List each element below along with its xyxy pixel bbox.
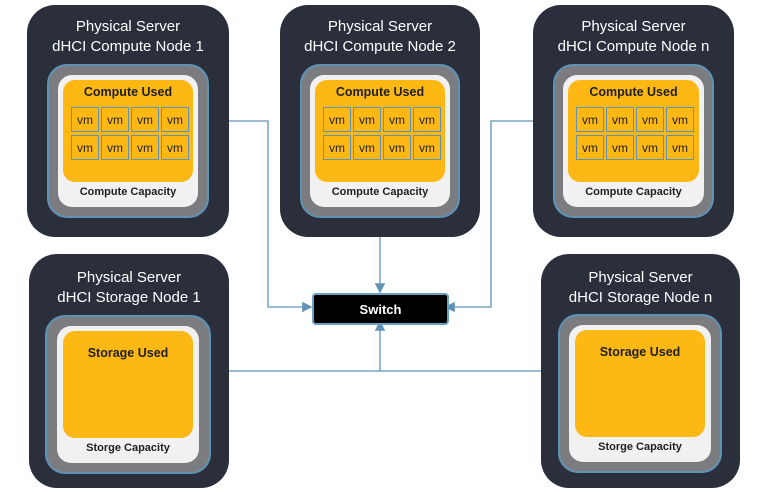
- storage-node-1: Physical Server dHCI Storage Node 1 Stor…: [29, 254, 229, 488]
- vm-box: vm: [71, 135, 99, 160]
- vm-box: vm: [101, 107, 129, 132]
- compute-used-label: Compute Used: [83, 85, 173, 99]
- vm-box: vm: [606, 107, 634, 132]
- vm-grid: vm vm vm vm vm vm vm vm: [576, 107, 694, 160]
- compute-ring: Compute Used vm vm vm vm vm vm vm vm Com…: [300, 64, 460, 218]
- server-title-line1: Physical Server: [75, 18, 181, 35]
- server-title: Physical Server dHCI Compute Node 1: [27, 17, 229, 57]
- vm-box: vm: [666, 135, 694, 160]
- storage-used-label: Storage Used: [87, 346, 169, 360]
- vm-box: vm: [71, 107, 99, 132]
- server-title-line2: dHCI Compute Node 1: [52, 38, 204, 55]
- server-title-line2: dHCI Storage Node 1: [57, 289, 201, 306]
- compute-capacity-label: Compute Capacity: [585, 186, 682, 198]
- vm-box: vm: [383, 107, 411, 132]
- server-title-line1: Physical Server: [327, 18, 433, 35]
- connector-compute-node-1: [228, 120, 313, 313]
- server-title-line2: dHCI Compute Node n: [557, 38, 710, 55]
- storage-capacity-label: Storge Capacity: [598, 441, 682, 453]
- vm-box: vm: [413, 135, 441, 160]
- vm-box: vm: [636, 135, 664, 160]
- compute-capacity-box: Compute Used vm vm vm vm vm vm vm vm Com…: [563, 75, 704, 207]
- vm-box: vm: [131, 135, 159, 160]
- storage-capacity-label: Storge Capacity: [86, 442, 170, 454]
- vm-box: vm: [383, 135, 411, 160]
- vm-box: vm: [606, 135, 634, 160]
- storage-ring: Storage Used Storge Capacity: [45, 315, 211, 474]
- vm-box: vm: [323, 135, 351, 160]
- server-title: Physical Server dHCI Compute Node n: [533, 17, 734, 57]
- compute-capacity-box: Compute Used vm vm vm vm vm vm vm vm Com…: [58, 75, 198, 207]
- server-title-line1: Physical Server: [588, 269, 693, 286]
- compute-node-2: Physical Server dHCI Compute Node 2 Comp…: [280, 5, 480, 237]
- server-title-line2: dHCI Compute Node 2: [304, 38, 456, 55]
- compute-ring: Compute Used vm vm vm vm vm vm vm vm Com…: [47, 64, 209, 218]
- server-title: Physical Server dHCI Storage Node n: [541, 268, 740, 308]
- compute-used-box: Compute Used vm vm vm vm vm vm vm vm: [63, 80, 193, 182]
- compute-used-box: Compute Used vm vm vm vm vm vm vm vm: [568, 80, 699, 182]
- compute-node-n: Physical Server dHCI Compute Node n Comp…: [533, 5, 734, 237]
- compute-used-label: Compute Used: [335, 85, 425, 99]
- server-title: Physical Server dHCI Storage Node 1: [29, 268, 229, 308]
- compute-node-1: Physical Server dHCI Compute Node 1 Comp…: [27, 5, 229, 237]
- vm-box: vm: [161, 135, 189, 160]
- storage-node-n: Physical Server dHCI Storage Node n Stor…: [541, 254, 740, 488]
- vm-grid: vm vm vm vm vm vm vm vm: [323, 107, 441, 160]
- compute-capacity-label: Compute Capacity: [79, 186, 177, 198]
- compute-ring: Compute Used vm vm vm vm vm vm vm vm Com…: [553, 64, 714, 218]
- connector-compute-node-n: [444, 120, 533, 313]
- vm-box: vm: [576, 107, 604, 132]
- vm-box: vm: [666, 107, 694, 132]
- vm-box: vm: [576, 135, 604, 160]
- server-title-line2: dHCI Storage Node n: [568, 289, 713, 306]
- compute-capacity-box: Compute Used vm vm vm vm vm vm vm vm Com…: [310, 75, 450, 207]
- vm-box: vm: [131, 107, 159, 132]
- vm-box: vm: [636, 107, 664, 132]
- storage-used-label: Storage Used: [599, 345, 681, 359]
- compute-used-box: Compute Used vm vm vm vm vm vm vm vm: [315, 80, 445, 182]
- vm-box: vm: [353, 107, 381, 132]
- vm-box: vm: [101, 135, 129, 160]
- storage-used-box: Storage Used: [63, 331, 193, 438]
- server-title-line1: Physical Server: [76, 269, 182, 286]
- network-switch: Switch: [312, 293, 449, 325]
- vm-box: vm: [323, 107, 351, 132]
- vm-box: vm: [413, 107, 441, 132]
- storage-used-box: Storage Used: [575, 330, 705, 437]
- vm-box: vm: [353, 135, 381, 160]
- compute-capacity-label: Compute Capacity: [331, 186, 429, 198]
- server-title-line1: Physical Server: [581, 18, 686, 35]
- storage-ring: Storage Used Storge Capacity: [558, 314, 722, 473]
- compute-used-label: Compute Used: [589, 85, 678, 99]
- vm-grid: vm vm vm vm vm vm vm vm: [71, 107, 189, 160]
- vm-box: vm: [161, 107, 189, 132]
- server-title: Physical Server dHCI Compute Node 2: [280, 17, 480, 57]
- storage-capacity-box: Storage Used Storge Capacity: [57, 326, 199, 463]
- storage-capacity-box: Storage Used Storge Capacity: [569, 325, 711, 462]
